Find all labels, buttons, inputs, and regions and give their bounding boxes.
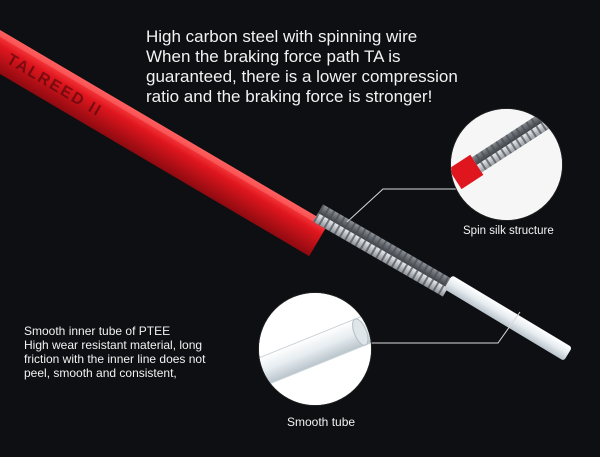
headline-line: High carbon steel with spinning wire <box>146 27 418 46</box>
description-line: friction with the inner line does not <box>24 352 206 366</box>
callout-line-tube <box>368 311 521 344</box>
zoom-circle-smooth-tube <box>258 292 372 406</box>
description-line: peel, smooth and consistent, <box>24 366 177 380</box>
description-line: Smooth inner tube of PTEE <box>24 324 171 338</box>
spin-structure-caption: Spin silk structure <box>463 225 554 237</box>
description-line: High wear resistant material, long <box>24 338 203 352</box>
steel-spring <box>313 204 453 297</box>
smooth-tube-caption: Smooth tube <box>287 415 356 429</box>
red-housing: TALREED II <box>0 25 329 257</box>
headline-text: High carbon steel with spinning wire Whe… <box>146 27 526 107</box>
description-text: Smooth inner tube of PTEE High wear resi… <box>24 324 274 380</box>
headline-line: When the braking force path TA is <box>146 47 401 66</box>
headline-line: guaranteed, there is a lower compression <box>146 67 458 86</box>
callout-line-spin <box>346 188 476 223</box>
headline-line: ratio and the braking force is stronger! <box>146 87 433 106</box>
ptfe-tube <box>444 276 572 360</box>
zoom-circle-spin-structure <box>450 108 563 221</box>
